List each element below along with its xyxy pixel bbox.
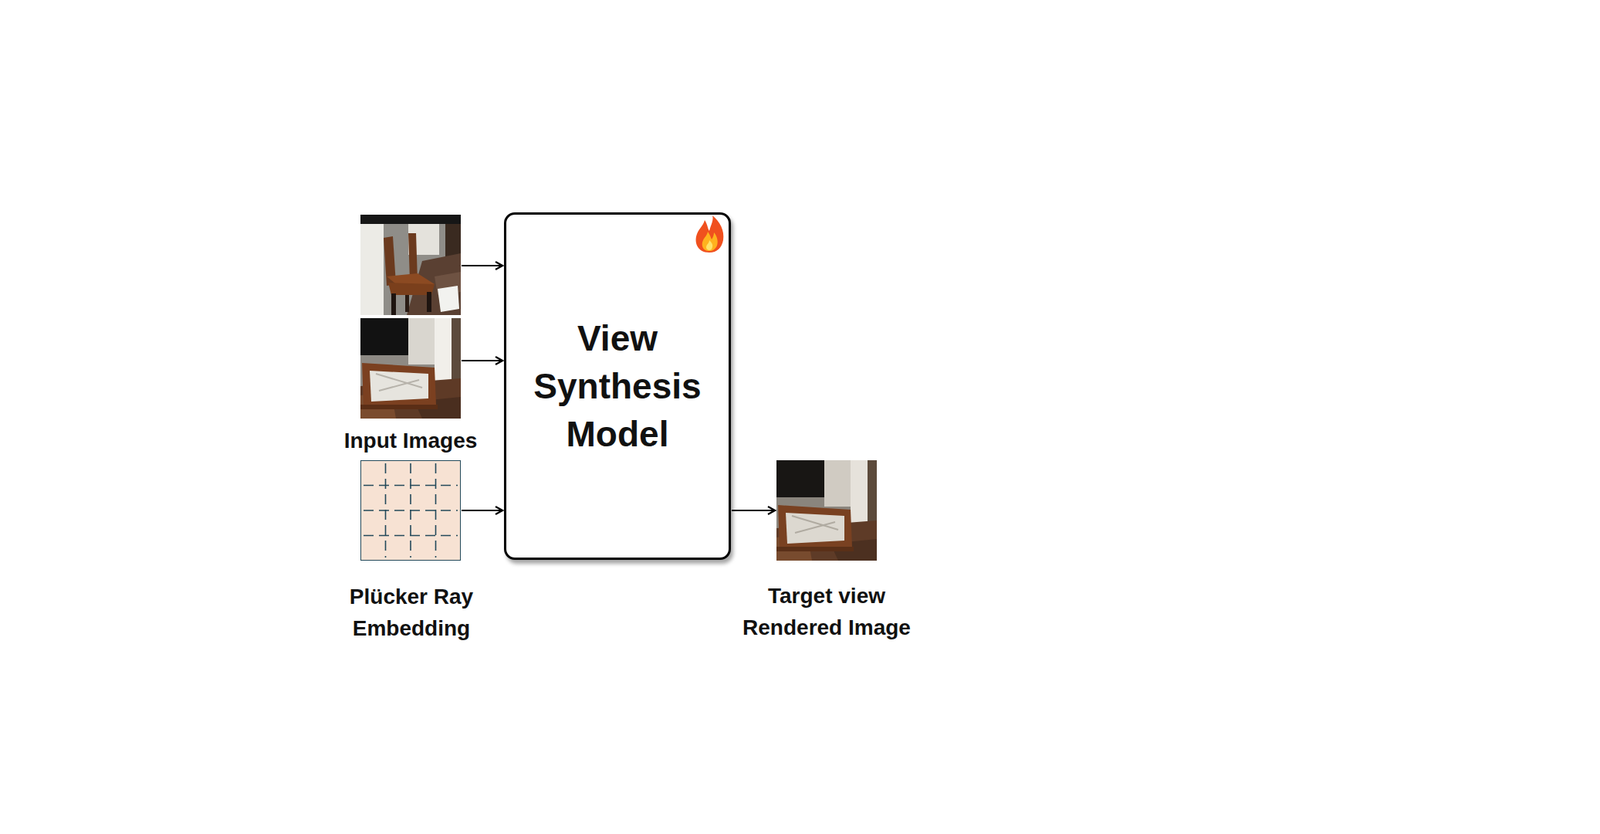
view-synthesis-box: View Synthesis Model: [504, 212, 731, 560]
target-view-image: Target view Rendered Image: [776, 460, 877, 561]
rendered-photo: [776, 460, 877, 561]
ray-grid: [363, 463, 458, 558]
input-photo: [360, 317, 461, 419]
box-title: View Synthesis Model: [506, 314, 729, 458]
flow-arrow: [461, 359, 503, 362]
image-caption: Input Images: [329, 424, 492, 457]
plucker-ray-grid: Plücker Ray Embedding: [360, 460, 461, 561]
flow-arrow: [461, 264, 503, 267]
flow-arrow: [461, 509, 503, 511]
image-caption: Plücker Ray Embedding: [334, 580, 489, 644]
image-caption: Target view Rendered Image: [734, 579, 920, 643]
flow-arrow: [731, 509, 775, 511]
input-image-stack: Input Images: [360, 214, 461, 419]
input-photo: [360, 214, 461, 315]
trainable-flame-icon: [696, 215, 724, 253]
